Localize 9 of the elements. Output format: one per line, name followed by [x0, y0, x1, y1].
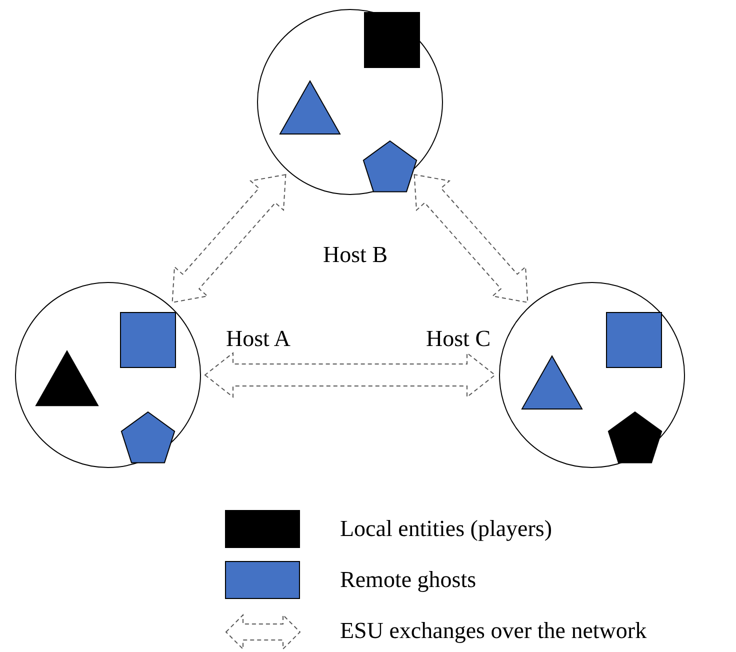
legend-label: Remote ghosts — [340, 567, 476, 593]
host-label: Host A — [226, 326, 291, 352]
double-arrow — [172, 174, 286, 303]
legend-label: ESU exchanges over the network — [340, 618, 647, 644]
double-arrow — [204, 352, 496, 398]
host-label: Host C — [426, 326, 491, 352]
legend-label: Local entities (players) — [340, 516, 552, 542]
double-arrow — [414, 174, 528, 303]
host-label: Host B — [323, 242, 388, 268]
